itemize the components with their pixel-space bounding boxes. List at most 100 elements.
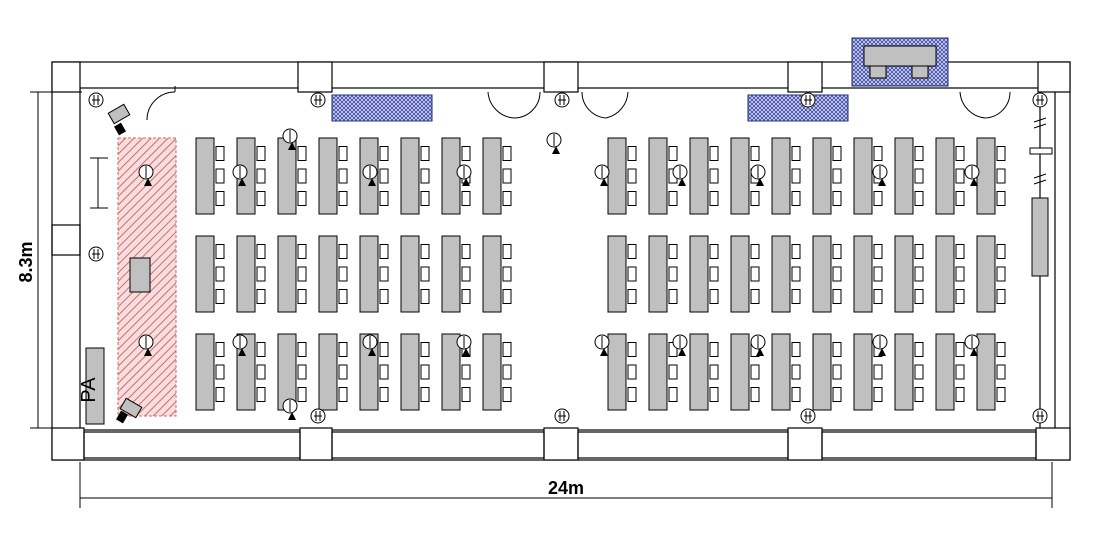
table-left <box>195 333 225 411</box>
table-left <box>195 137 225 215</box>
table-left <box>318 333 348 411</box>
chair <box>461 146 471 161</box>
table-left <box>318 235 348 313</box>
table-right <box>935 333 965 411</box>
chair <box>791 342 801 357</box>
table-right <box>771 333 801 411</box>
chair <box>955 266 965 282</box>
chair <box>873 146 883 161</box>
chair <box>996 146 1006 161</box>
chair <box>461 387 471 402</box>
chair <box>955 289 965 304</box>
chair <box>791 387 801 402</box>
window-sill <box>821 431 1037 459</box>
table-right <box>607 235 637 313</box>
chair <box>627 289 637 304</box>
pillar <box>787 61 823 93</box>
chair <box>668 191 678 206</box>
table-left <box>400 333 430 411</box>
chair <box>668 364 678 380</box>
chair <box>502 364 512 380</box>
table-right <box>648 235 678 313</box>
chair <box>873 289 883 304</box>
table-right <box>812 333 842 411</box>
width-label: 24m <box>548 478 584 498</box>
chair <box>914 146 924 161</box>
microphone-stand-icon <box>872 164 888 186</box>
chair <box>914 266 924 282</box>
microphone-stand-icon <box>232 334 248 356</box>
chair <box>709 342 719 357</box>
pillar <box>299 427 333 461</box>
chair <box>873 387 883 402</box>
chair <box>338 168 348 184</box>
table-left <box>441 235 471 313</box>
chair <box>461 266 471 282</box>
table-left <box>400 235 430 313</box>
chair <box>668 289 678 304</box>
chair <box>627 266 637 282</box>
microphone-stand-icon <box>138 334 154 356</box>
pillar <box>1037 61 1071 93</box>
chair <box>709 244 719 259</box>
chair <box>420 364 430 380</box>
chair <box>379 191 389 206</box>
chair <box>420 244 430 259</box>
chair <box>502 289 512 304</box>
chair <box>215 244 225 259</box>
chair <box>627 191 637 206</box>
table-right <box>689 137 719 215</box>
chair <box>297 387 307 402</box>
microphone-stand-icon <box>282 398 298 420</box>
chair <box>914 342 924 357</box>
pillar <box>543 61 579 93</box>
chair <box>955 342 965 357</box>
table-right <box>771 235 801 313</box>
chair <box>297 146 307 161</box>
chair <box>215 146 225 161</box>
microphone-stand-icon <box>964 334 980 356</box>
door-swing-icon <box>146 86 1011 121</box>
table-right <box>894 137 924 215</box>
chair <box>420 168 430 184</box>
table-right <box>853 235 883 313</box>
chair <box>461 289 471 304</box>
chair <box>297 266 307 282</box>
microphone-stand-icon <box>456 164 472 186</box>
microphone-stand-icon <box>362 164 378 186</box>
stage-area <box>117 137 177 417</box>
table-left <box>277 137 307 215</box>
table-right <box>648 137 678 215</box>
microphone-stand-icon <box>672 334 688 356</box>
chair <box>668 266 678 282</box>
chair <box>297 191 307 206</box>
chair <box>832 387 842 402</box>
chair <box>338 387 348 402</box>
walls <box>51 61 1071 461</box>
chair <box>750 146 760 161</box>
chair <box>420 342 430 357</box>
table-right <box>771 137 801 215</box>
table-right <box>894 333 924 411</box>
chair <box>914 244 924 259</box>
chair <box>996 168 1006 184</box>
seating-tables <box>195 137 1006 411</box>
window-sill <box>577 431 789 459</box>
microphone-stand-icon <box>964 164 980 186</box>
chair <box>420 289 430 304</box>
chair <box>297 168 307 184</box>
chair <box>955 387 965 402</box>
table-right <box>689 235 719 313</box>
chair <box>709 191 719 206</box>
pillar <box>51 61 81 93</box>
chair <box>914 387 924 402</box>
chair <box>627 168 637 184</box>
chair <box>256 364 266 380</box>
chair <box>338 342 348 357</box>
table-right <box>976 333 1006 411</box>
chair <box>502 191 512 206</box>
ceiling-light-icon <box>88 246 104 262</box>
table-right <box>894 235 924 313</box>
chair <box>955 364 965 380</box>
